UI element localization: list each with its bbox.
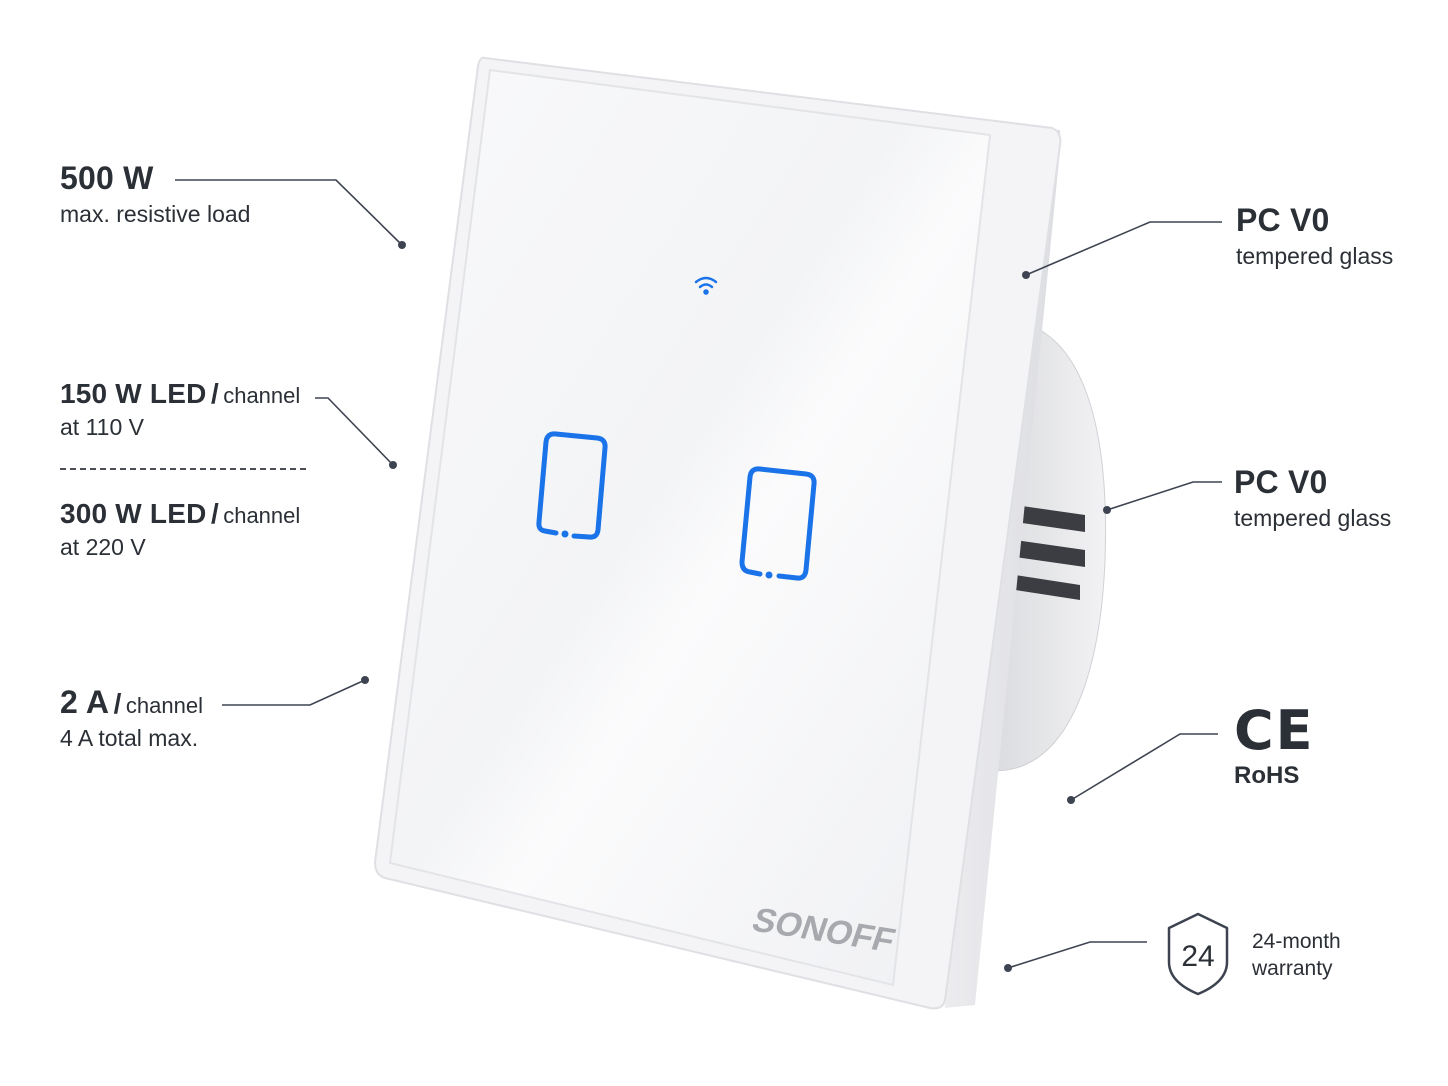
touch-button-2[interactable] (739, 466, 817, 581)
callout-lines (175, 179, 1222, 969)
spec-led-110-value: 150 W LED (60, 378, 207, 409)
spec-led-110-label: at 110 V (60, 414, 144, 441)
spec-warranty: 24-month warranty (1252, 928, 1341, 983)
spec-certification: CE RoHS (1234, 699, 1315, 790)
spec-glass-side: PC V0 tempered glass (1234, 464, 1391, 531)
spec-led-220: 300 W LED / channel at 220 V (60, 498, 300, 561)
spec-divider (60, 468, 306, 470)
spec-glass-side-value: PC V0 (1234, 464, 1328, 500)
shield-icon: 24 (1167, 912, 1229, 996)
spec-led-220-value: 300 W LED (60, 498, 207, 529)
spec-current-unit: channel (125, 693, 203, 718)
spec-led-110: 150 W LED / channel at 110 V (60, 378, 300, 441)
spec-load-value: 500 W (60, 160, 154, 196)
ce-mark-icon: CE (1234, 699, 1315, 762)
spec-current-label: 4 A total max. (60, 724, 199, 751)
spec-glass-front: PC V0 tempered glass (1236, 202, 1393, 269)
spec-led-220-slash: / (210, 498, 219, 529)
spec-glass-side-label: tempered glass (1234, 504, 1392, 531)
spec-glass-front-value: PC V0 (1236, 202, 1330, 238)
callout-dots (361, 241, 1111, 972)
spec-current-value: 2 A (60, 684, 110, 720)
spec-current-slash: / (113, 688, 122, 719)
spec-led-110-slash: / (210, 378, 219, 409)
touch-button-1[interactable] (536, 431, 608, 540)
spec-load-label: max. resistive load (60, 200, 251, 227)
spec-glass-front-label: tempered glass (1236, 242, 1394, 269)
glass-front (388, 68, 992, 987)
rohs-label: RoHS (1234, 762, 1300, 790)
spec-led-110-unit: channel (223, 383, 301, 408)
warranty-months: 24 (1181, 940, 1214, 973)
spec-current: 2 A / channel 4 A total max. (60, 684, 203, 751)
wifi-icon (694, 276, 718, 295)
warranty-line-1: 24-month (1252, 930, 1341, 953)
spec-load: 500 W max. resistive load (60, 160, 250, 227)
warranty-line-2: warranty (1252, 957, 1333, 981)
spec-led-220-unit: channel (223, 503, 301, 528)
spec-led-220-label: at 220 V (60, 534, 146, 561)
